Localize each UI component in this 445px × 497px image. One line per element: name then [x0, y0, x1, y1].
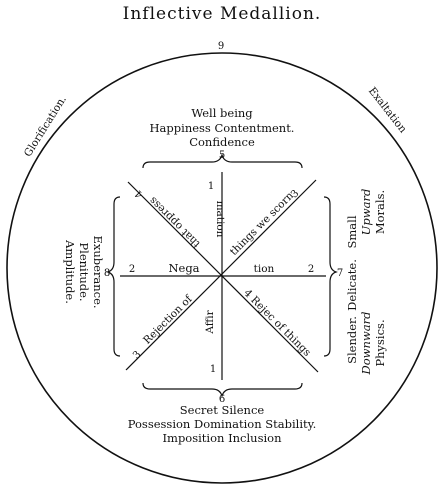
- bottom-group-line2: Possession Domination Stability.: [128, 417, 317, 431]
- right-brace: [323, 196, 338, 357]
- cross-text-diagonal-lower-right: 4 Rejec of things: [241, 287, 313, 359]
- left-group-line1: Exuberance.: [91, 235, 105, 308]
- cross-diagonal-line-1: [127, 181, 319, 373]
- right-group-slender: Slender.: [345, 316, 359, 364]
- top-brace: [142, 152, 303, 169]
- cross-number-left: 2: [129, 264, 135, 275]
- cross-text-diagonal-upper-right: things we scorn: [228, 190, 296, 258]
- cross-text-vertical-bottom: Affir: [204, 309, 216, 334]
- left-group-number: 8: [104, 268, 110, 279]
- cross-number-right: 2: [308, 264, 314, 275]
- left-brace: [106, 196, 121, 357]
- bottom-group-number: 6: [219, 394, 225, 405]
- bottom-brace: [142, 382, 303, 399]
- top-group-line1: Well being: [191, 106, 253, 120]
- left-group-line2: Plenitude.: [77, 242, 91, 301]
- cross-text-vertical-top: mation: [214, 201, 226, 238]
- cross-text-diagonal-lower-left: Rejection of: [141, 292, 195, 346]
- right-group-morals: Morals.: [373, 190, 387, 234]
- bottom-group-line3: Imposition Inclusion: [163, 431, 283, 445]
- top-number: 9: [218, 41, 224, 52]
- left-group-line3: Amplitude.: [63, 239, 77, 304]
- right-group-upward: Upward: [359, 189, 373, 236]
- cross-text-diagonal-upper-left: that oppress: [147, 194, 203, 250]
- cross-number-top: 1: [208, 181, 214, 192]
- cross-text-horizontal-left: Nega: [168, 261, 199, 275]
- right-group-physics: Physics.: [373, 319, 387, 366]
- diagram-title: Inflective Medallion.: [123, 4, 322, 24]
- cross-number-lower-left: 3: [131, 349, 143, 361]
- arc-label-left: Glorification.: [22, 94, 69, 159]
- cross-number-bottom: 1: [210, 364, 216, 375]
- cross-text-horizontal-right: tion: [254, 263, 275, 275]
- right-group-downward: Downward: [359, 312, 373, 376]
- arc-label-right: Exaltation: [366, 85, 409, 135]
- cross-diagonal-line-2: [125, 179, 317, 371]
- right-group-small: Small: [345, 215, 359, 248]
- right-group-number: 7: [337, 268, 343, 279]
- top-group-line3: Confidence: [189, 135, 255, 149]
- outer-circle: [6, 52, 438, 484]
- bottom-group-line1: Secret Silence: [180, 403, 265, 417]
- right-group-delicate: Delicate.: [345, 259, 359, 311]
- top-group-line2: Happiness Contentment.: [150, 121, 295, 135]
